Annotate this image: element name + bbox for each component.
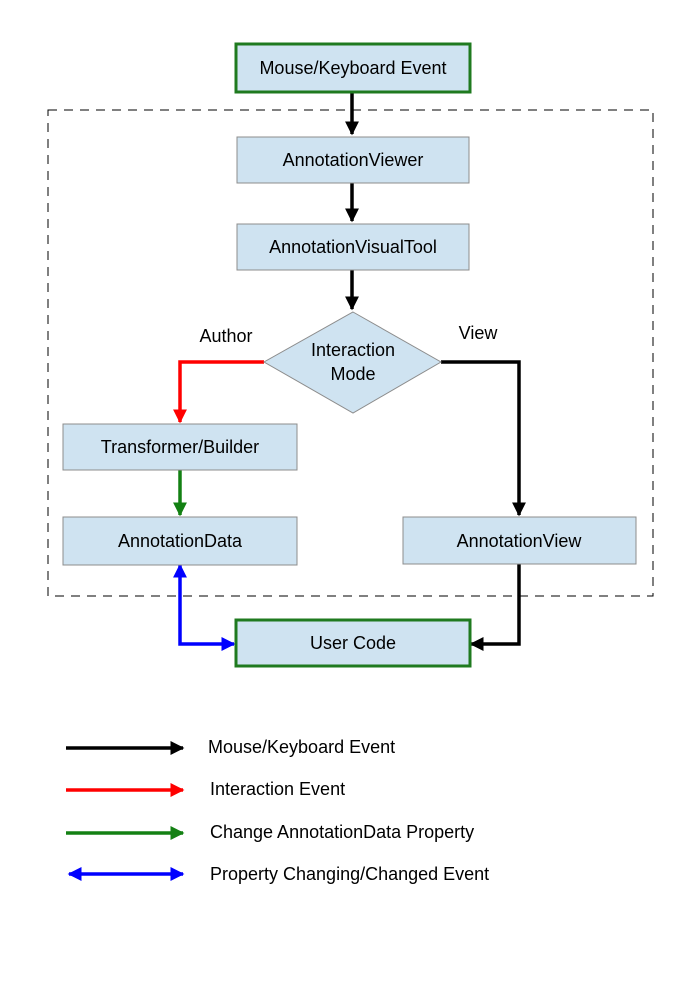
node-annotation-data: AnnotationData xyxy=(62,516,298,566)
node-mouse-keyboard-event: Mouse/Keyboard Event xyxy=(234,42,472,94)
node-user-code: User Code xyxy=(234,618,472,668)
node-interaction-mode: Interaction Mode xyxy=(262,311,443,414)
system-boundary xyxy=(47,109,654,597)
legend: Mouse/Keyboard Event Interaction Event C… xyxy=(66,737,489,884)
node-transformer-builder-label: Transformer/Builder xyxy=(101,437,259,457)
node-annotation-view: AnnotationView xyxy=(402,516,637,565)
legend-label: Property Changing/Changed Event xyxy=(210,864,489,884)
node-annotation-data-label: AnnotationData xyxy=(118,531,243,551)
edge-annotation-view-to-user-code xyxy=(469,564,521,651)
legend-item-property-changing-event: Property Changing/Changed Event xyxy=(67,864,489,884)
node-interaction-mode-label-line1: Interaction xyxy=(311,340,395,360)
node-interaction-mode-label-line2: Mode xyxy=(330,364,375,384)
legend-label: Mouse/Keyboard Event xyxy=(208,737,395,757)
edge-data-user-code-bidirectional xyxy=(173,563,236,651)
node-annotation-viewer-label: AnnotationViewer xyxy=(283,150,424,170)
node-user-code-label: User Code xyxy=(310,633,396,653)
legend-item-change-property: Change AnnotationData Property xyxy=(66,822,474,842)
branch-label-author: Author xyxy=(199,326,252,346)
node-annotation-view-label: AnnotationView xyxy=(457,531,583,551)
node-transformer-builder: Transformer/Builder xyxy=(62,423,298,471)
node-annotation-visual-tool: AnnotationVisualTool xyxy=(236,223,470,271)
node-annotation-visual-tool-label: AnnotationVisualTool xyxy=(269,237,437,257)
node-annotation-viewer: AnnotationViewer xyxy=(236,136,470,184)
edge-mode-to-annotation-view xyxy=(441,360,526,517)
branch-label-view: View xyxy=(459,323,499,343)
legend-label: Interaction Event xyxy=(210,779,345,799)
edge-mode-to-transformer xyxy=(173,360,264,424)
legend-label: Change AnnotationData Property xyxy=(210,822,474,842)
legend-item-interaction-event: Interaction Event xyxy=(66,779,345,799)
node-mouse-keyboard-event-label: Mouse/Keyboard Event xyxy=(259,58,446,78)
legend-item-mouse-keyboard-event: Mouse/Keyboard Event xyxy=(66,737,395,757)
